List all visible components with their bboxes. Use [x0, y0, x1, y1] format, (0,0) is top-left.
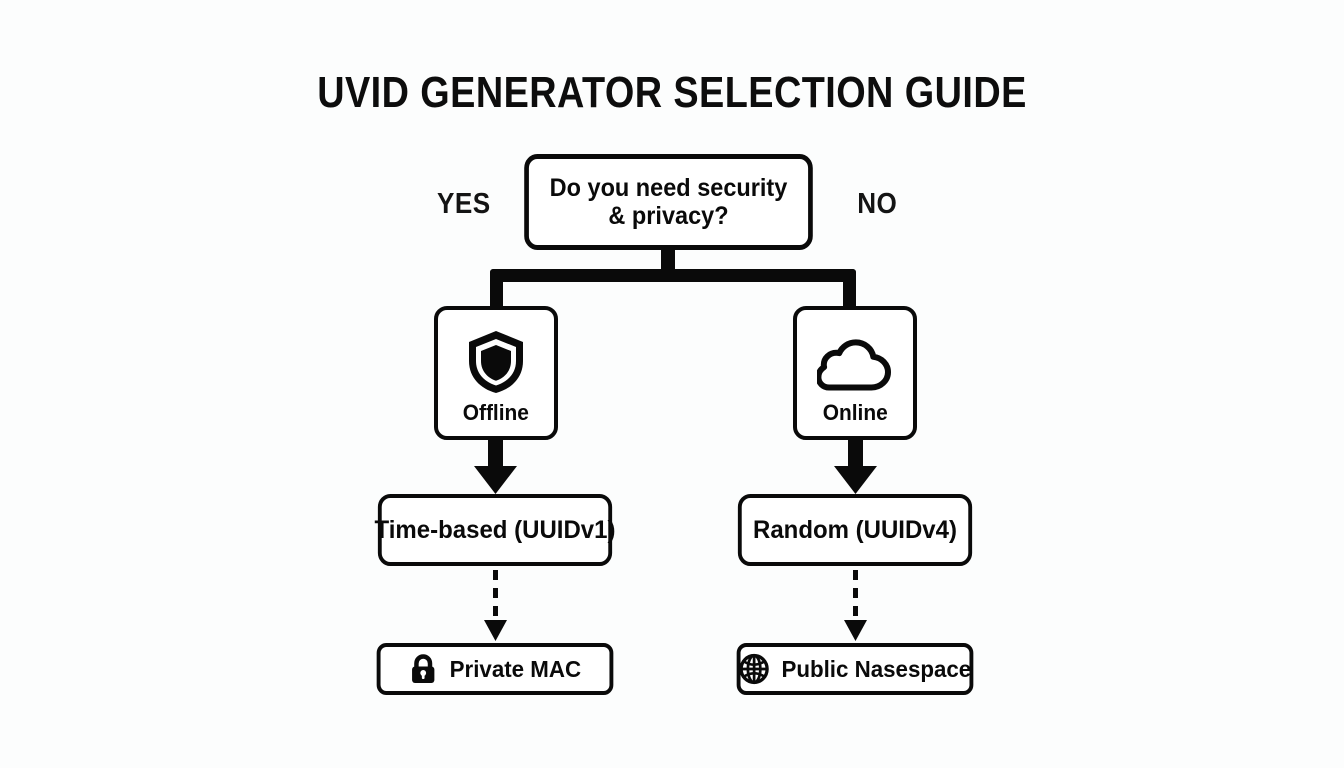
result-node-random-label: Random (UUIDv4)	[752, 515, 957, 544]
detail-node-public-namespace[interactable]: Public Nasespace	[736, 643, 974, 695]
cloud-icon	[817, 326, 893, 398]
detail-node-public-namespace-label: Public Nasespace	[781, 655, 972, 682]
shield-icon	[465, 326, 527, 398]
decision-node[interactable]: Do you need security & privacy?	[524, 154, 813, 250]
arrow-online-to-random	[834, 440, 877, 494]
result-node-time-based-label: Time-based (UUIDv1)	[374, 515, 616, 544]
branch-label-offline: Offline	[462, 400, 530, 425]
page-title: UVID GENERATOR SELECTION GUIDE	[317, 68, 1027, 117]
decision-line-1: Do you need security	[549, 174, 788, 202]
lock-icon	[409, 653, 438, 685]
detail-node-private-mac-label: Private MAC	[449, 655, 582, 682]
arrow-timebased-to-privatemac	[484, 570, 507, 641]
branch-label-online: Online	[822, 400, 888, 425]
decision-branch-connector	[490, 249, 856, 311]
decision-line-2: & privacy?	[608, 202, 729, 230]
result-node-random[interactable]: Random (UUIDv4)	[737, 494, 973, 566]
branch-label-yes: YES	[436, 188, 491, 220]
result-node-time-based[interactable]: Time-based (UUIDv1)	[375, 494, 615, 566]
arrow-random-to-publicnamespace	[844, 570, 867, 641]
arrow-offline-to-timebased	[474, 440, 517, 494]
branch-node-online[interactable]: Online	[793, 306, 917, 440]
globe-icon	[739, 653, 770, 685]
branch-node-offline[interactable]: Offline	[434, 306, 558, 440]
detail-node-private-mac[interactable]: Private MAC	[376, 643, 614, 695]
branch-label-no: NO	[857, 188, 898, 220]
